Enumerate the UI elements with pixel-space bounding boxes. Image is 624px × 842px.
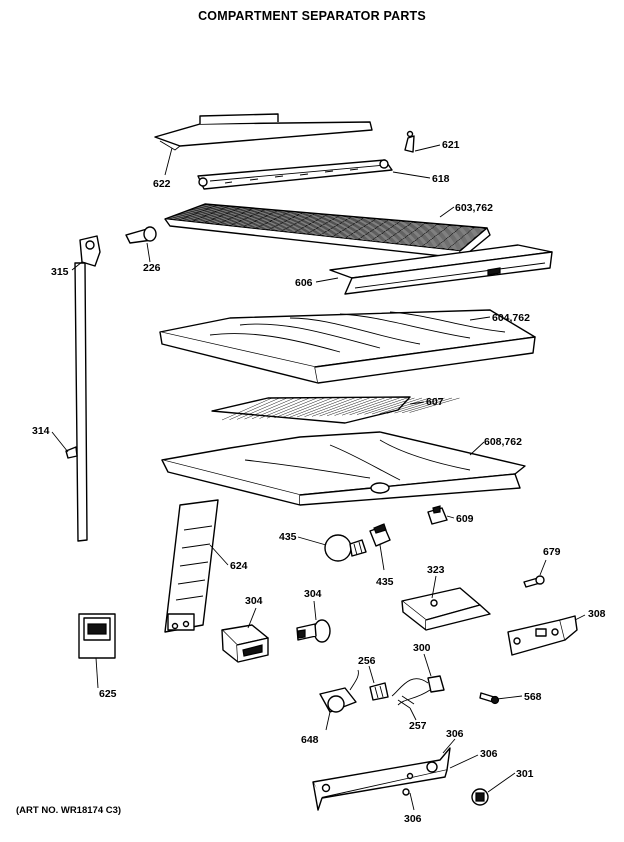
- callout-621: 621: [442, 139, 460, 151]
- part-648-lampholder: [319, 669, 359, 713]
- part-607-filter: [211, 396, 460, 424]
- callout-300: 300: [413, 642, 431, 654]
- callout-435-socket: 435: [376, 576, 394, 588]
- part-622-cover: [154, 113, 373, 151]
- callout-607: 607: [426, 396, 444, 408]
- part-624-panel: [164, 499, 219, 633]
- callout-606: 606: [295, 277, 313, 289]
- callout-306-top: 306: [446, 728, 464, 740]
- part-304-knob: [296, 619, 331, 643]
- leader-lines: [51, 144, 586, 811]
- callout-608-762: 608,762: [484, 436, 522, 448]
- part-621-clip: [404, 130, 415, 153]
- part-308-plate: [507, 615, 578, 656]
- part-304-switch: [221, 624, 269, 663]
- callout-624: 624: [230, 560, 248, 572]
- callout-323: 323: [427, 564, 445, 576]
- callout-622: 622: [153, 178, 171, 190]
- callout-306-bottom: 306: [404, 813, 422, 825]
- part-618-bar: [197, 159, 393, 190]
- part-435-socket: [369, 523, 391, 547]
- part-606-channel: [329, 244, 553, 295]
- part-256-connector: [369, 682, 389, 701]
- part-603-wire-shelf: [164, 203, 491, 259]
- part-435-bulb: [324, 534, 367, 562]
- callout-315: 315: [51, 266, 69, 278]
- part-323-bracket: [401, 587, 491, 631]
- art-number: (ART NO. WR18174 C3): [16, 805, 122, 816]
- part-604-separator-pan: [159, 309, 536, 384]
- callout-304-knob: 304: [304, 588, 322, 600]
- part-301-nut: [471, 788, 489, 806]
- part-609-clip: [427, 505, 448, 525]
- part-314-rod: [65, 262, 88, 542]
- diagram-title: COMPARTMENT SEPARATOR PARTS: [198, 9, 426, 23]
- callout-435-bulb: 435: [279, 531, 297, 543]
- callout-609: 609: [456, 513, 474, 525]
- callout-618: 618: [432, 173, 450, 185]
- callout-314: 314: [32, 425, 50, 437]
- part-300-wire: [391, 675, 445, 706]
- callout-256: 256: [358, 655, 376, 667]
- callout-648: 648: [301, 734, 319, 746]
- part-568-screw: [479, 692, 500, 705]
- callout-625: 625: [99, 688, 117, 700]
- part-315-hinge: [79, 235, 101, 267]
- callout-679: 679: [543, 546, 561, 558]
- part-679-screw: [523, 575, 545, 588]
- callout-568: 568: [524, 691, 542, 703]
- callout-304-housing: 304: [245, 595, 263, 607]
- callout-603-762: 603,762: [455, 202, 493, 214]
- callout-301: 301: [516, 768, 534, 780]
- callout-308: 308: [588, 608, 606, 620]
- callout-257: 257: [409, 720, 427, 732]
- callout-306-right: 306: [480, 748, 498, 760]
- part-257-wire: [397, 695, 415, 709]
- callout-604-762: 604,762: [492, 312, 530, 324]
- part-625-receptacle: [78, 613, 116, 659]
- part-306-bracket: [312, 747, 451, 811]
- callout-226: 226: [143, 262, 161, 274]
- part-608-lower-pan: [161, 431, 526, 506]
- part-226-plug: [125, 226, 157, 244]
